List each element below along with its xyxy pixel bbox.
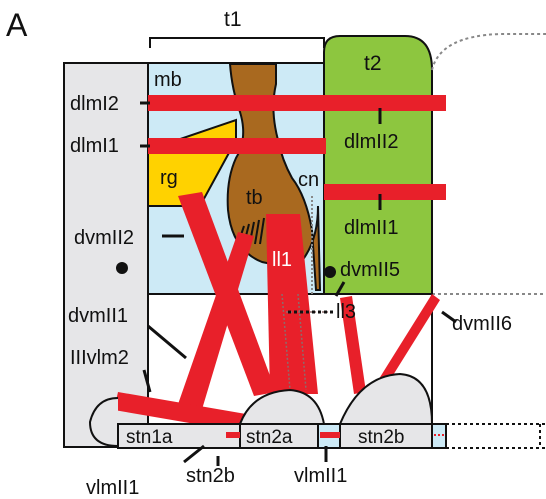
t2-label: t2	[364, 52, 382, 75]
IIIvlm2-label: IIIvlm2	[70, 347, 129, 369]
dvmII5-dot	[324, 266, 336, 278]
dvmII1-label: dvmII1	[68, 305, 128, 327]
mb-label: mb	[154, 69, 182, 91]
left-bump	[88, 397, 119, 447]
dlmI1-label: dlmI1	[70, 135, 119, 157]
dvmII6-muscle	[372, 294, 440, 396]
vlmII1-left-mark	[226, 432, 240, 438]
dvmII6-label: dvmII6	[452, 313, 512, 335]
rg-label: rg	[160, 167, 178, 189]
stn2b-bump	[338, 372, 434, 425]
muscle-group	[114, 95, 446, 432]
left-gray-panel	[63, 62, 149, 448]
ll3-label: ll3	[336, 301, 356, 323]
vlmII1-left-label: vlmII1	[86, 477, 139, 499]
vlmII1-right-label: vlmII1	[294, 465, 347, 487]
t1-label: t1	[224, 8, 242, 31]
stn2b-below-label: stn2b	[186, 465, 235, 487]
ll1-muscle	[266, 214, 318, 394]
panel-letter: A	[6, 7, 28, 43]
stn2b-box-label: stn2b	[358, 427, 404, 448]
leader-lines	[140, 101, 457, 466]
t1-bracket	[149, 37, 325, 48]
stn1a-label: stn1a	[126, 427, 173, 448]
vlmII1-right-mark	[320, 432, 340, 438]
cn-label: cn	[298, 169, 319, 191]
ll1-label: ll1	[272, 249, 292, 271]
stn2a-box	[239, 423, 319, 449]
dlmI1-muscle	[148, 138, 326, 154]
dvmII5-muscle	[340, 296, 366, 394]
dlmII2-label: dlmII2	[344, 131, 398, 153]
dlmI2-label: dlmI2	[70, 93, 119, 115]
tb-label: tb	[246, 187, 263, 209]
stn2a-bump	[238, 388, 326, 425]
dvmII2-dot	[116, 262, 128, 274]
dlmII1-muscle	[324, 184, 446, 200]
IIIvlm2-muscle	[114, 392, 246, 432]
dvmII1-muscle	[176, 232, 254, 416]
dvmII5-label: dvmII5	[340, 259, 400, 281]
dvmII2-label: dvmII2	[74, 227, 134, 249]
right-dotted-box	[446, 423, 546, 449]
stn2a-label: stn2a	[246, 427, 293, 448]
next-segment-outline	[431, 33, 546, 295]
dlmII1-label: dlmII1	[344, 217, 398, 239]
dlmI2-muscle	[148, 95, 446, 111]
